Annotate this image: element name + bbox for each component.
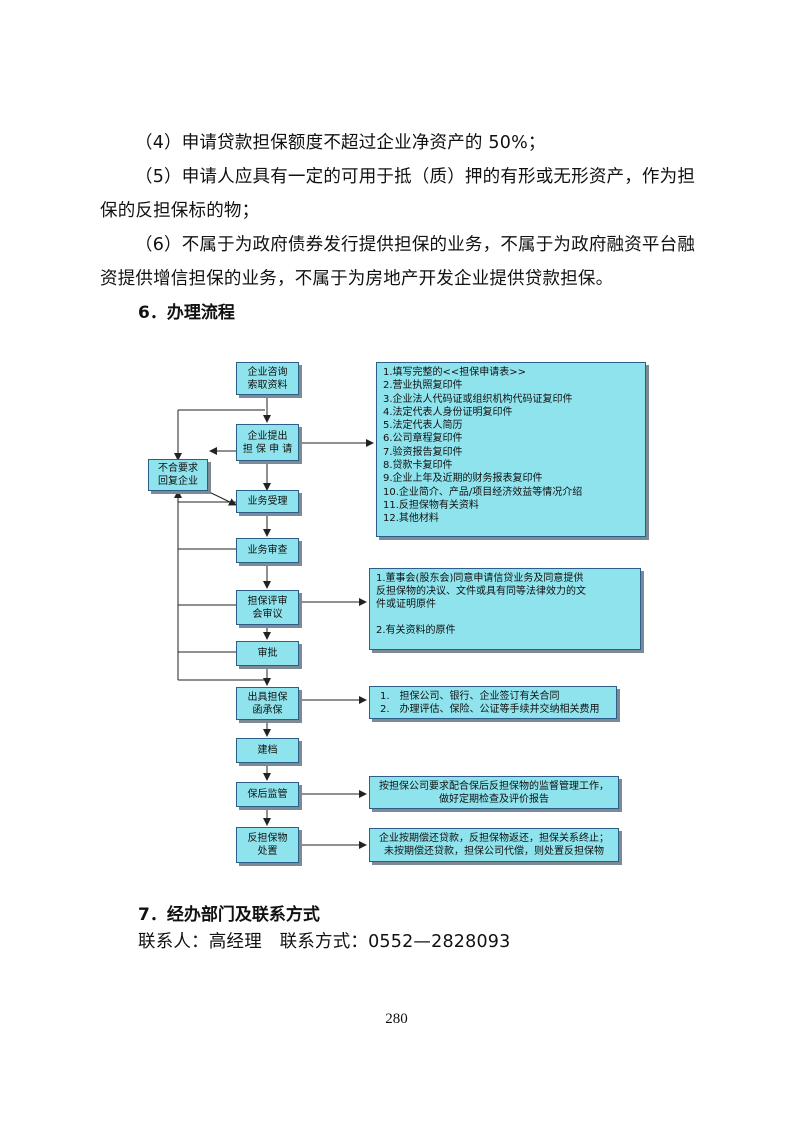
step-letter-line-2: 函承保 — [252, 704, 283, 716]
note-committee-line: 1.董事会(股东会)同意申请信贷业务及同意提供 — [376, 573, 584, 584]
note-documents-item: 3.企业法人代码证或组织机构代码证复印件 — [383, 393, 573, 405]
paragraph-5: （5）申请人应具有一定的可用于抵（质）押的有形或无形资产，作为担保的反担保标的物… — [100, 167, 696, 221]
step-apply-line-1: 企业提出 — [247, 430, 288, 442]
step-apply: 企业提出 担 保 申 请 — [236, 424, 299, 461]
step-letter-line-1: 出具担保 — [247, 691, 288, 703]
note-monitor-line: 按担保公司要求配合保后反担保物的监督管理工作， — [379, 781, 609, 792]
step-archive-line-1: 建档 — [257, 745, 278, 756]
section-7-title: 7．经办部门及联系方式 — [138, 905, 320, 925]
note-disposal: 企业按期偿还贷款，反担保物返还，担保关系终止； 未按期偿还贷款，担保公司代偿，则… — [369, 828, 619, 862]
paragraph-6: （6）不属于为政府债券发行提供担保的业务，不属于为政府融资平台融资提供增信担保的… — [100, 235, 696, 289]
step-archive: 建档 — [236, 738, 299, 763]
step-disposal-line-2: 处置 — [257, 846, 278, 857]
section-6-title: 6．办理流程 — [138, 303, 235, 323]
note-letter-line: 2. 办理评估、保险、公证等手续并交纳相关费用 — [380, 704, 600, 715]
note-committee-line: 反担保物的决议、文件或具有同等法律效力的文 — [376, 586, 586, 597]
note-monitor: 按担保公司要求配合保后反担保物的监督管理工作， 做好定期检查及评价报告 — [369, 776, 619, 809]
note-documents-item: 7.验资报告复印件 — [383, 446, 463, 458]
note-committee-line: 件或证明原件 — [376, 599, 436, 610]
note-monitor-line: 做好定期检查及评价报告 — [439, 794, 549, 805]
note-documents-item: 10.企业简介、产品/项目经济效益等情况介绍 — [383, 486, 583, 498]
paragraph-4: （4）申请贷款担保额度不超过企业净资产的 50%； — [135, 133, 546, 153]
note-documents-item: 12.其他材料 — [383, 513, 439, 525]
reject-line-1: 不合要求 — [158, 463, 198, 474]
note-letter-line: 1. 担保公司、银行、企业签订有关合同 — [380, 691, 560, 702]
step-committee-line-2: 会审议 — [252, 608, 283, 620]
step-letter: 出具担保 函承保 — [236, 687, 299, 720]
contact-line: 联系人：高经理 联系方式：0552—2828093 — [138, 932, 511, 952]
note-documents-item: 9.企业上年及近期的财务报表复印件 — [383, 473, 543, 485]
step-approve: 审批 — [236, 641, 299, 666]
step-committee: 担保评审 会审议 — [236, 590, 299, 625]
step-monitor-line-1: 保后监管 — [247, 789, 288, 800]
note-documents-item: 6.公司章程复印件 — [383, 433, 463, 445]
reject-line-2: 回复企业 — [158, 476, 198, 487]
step-accept: 业务受理 — [236, 490, 299, 513]
note-documents-item: 8.贷款卡复印件 — [383, 460, 453, 472]
step-committee-line-1: 担保评审 — [247, 595, 288, 607]
reject-box: 不合要求 回复企业 — [148, 459, 208, 491]
note-disposal-line: 企业按期偿还贷款，反担保物返还，担保关系终止； — [379, 833, 609, 844]
note-documents-item: 11.反担保物有关资料 — [383, 499, 479, 511]
step-disposal: 反担保物 处置 — [236, 827, 299, 863]
step-consult: 企业咨询 索取资料 — [236, 362, 299, 395]
note-documents-item: 4.法定代表人身份证明复印件 — [383, 406, 513, 418]
step-apply-line-2: 担 保 申 请 — [242, 443, 293, 455]
step-review: 业务审查 — [236, 538, 299, 563]
step-disposal-line-1: 反担保物 — [247, 833, 288, 844]
step-accept-line-1: 业务受理 — [247, 496, 288, 507]
step-consult-line-2: 索取资料 — [247, 379, 288, 391]
step-consult-line-1: 企业咨询 — [247, 366, 288, 378]
page-number: 280 — [385, 1011, 408, 1027]
note-letter: 1. 担保公司、银行、企业签订有关合同 2. 办理评估、保险、公证等手续并交纳相… — [369, 686, 617, 719]
note-documents-item: 1.填写完整的<<担保申请表>> — [383, 367, 527, 378]
note-committee: 1.董事会(股东会)同意申请信贷业务及同意提供 反担保物的决议、文件或具有同等法… — [369, 568, 641, 650]
note-documents: 1.填写完整的<<担保申请表>> 2.营业执照复印件 3.企业法人代码证或组织机… — [376, 362, 646, 537]
note-committee-line: 2.有关资料的原件 — [376, 625, 456, 636]
note-committee-line — [376, 611, 634, 624]
note-disposal-line: 未按期偿还贷款，担保公司代偿，则处置反担保物 — [384, 846, 604, 857]
step-monitor: 保后监管 — [236, 782, 299, 807]
note-documents-item: 5.法定代表人简历 — [383, 420, 463, 432]
step-review-line-1: 业务审查 — [247, 545, 288, 556]
step-approve-line-1: 审批 — [257, 648, 278, 659]
note-documents-item: 2.营业执照复印件 — [383, 380, 463, 392]
